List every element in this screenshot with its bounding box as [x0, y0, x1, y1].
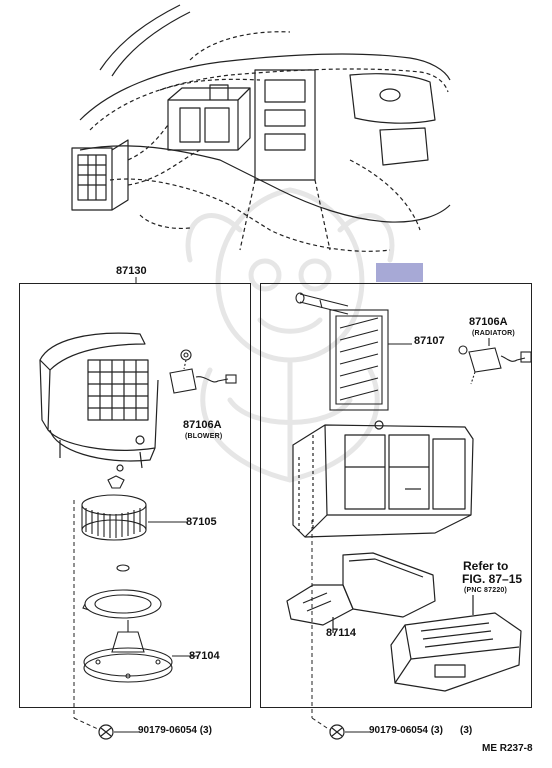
heater-assembly-panel [260, 283, 532, 708]
watermark-emblem [185, 187, 395, 483]
part-87106a-radiator-note: (RADIATOR) [472, 330, 515, 337]
dashboard-illustration [71, 4, 451, 252]
screw-right-leader [345, 731, 371, 733]
highlight-marker [376, 263, 423, 282]
motor-illustration [83, 620, 198, 683]
fan-illustration [81, 475, 188, 541]
heater-core-illustration [295, 292, 412, 411]
part-87114: 87114 [326, 627, 356, 639]
part-90179-06054-right: 90179-06054 (3) [369, 725, 443, 736]
refer-to-line2: FIG. 87–15 [462, 572, 523, 586]
part-87106a-blower: 87106A [183, 419, 222, 431]
assembly-number-87130: 87130 [116, 265, 147, 277]
blower-assembly-panel [19, 283, 251, 708]
part-87105: 87105 [186, 516, 217, 528]
screw-right-icon [329, 724, 345, 740]
part-90179-06054-right-count: (3) [460, 725, 473, 736]
duct-illustration [286, 552, 436, 633]
cooling-unit-illustration [390, 595, 522, 692]
part-87107: 87107 [414, 335, 445, 347]
radiator-resistor-illustration [458, 338, 532, 385]
part-87106a-radiator: 87106A [469, 316, 508, 328]
blower-resistor-illustration [169, 349, 237, 394]
refer-to-line3: (PNC 87220) [464, 587, 508, 594]
heater-case-illustration [292, 420, 474, 538]
part-90179-06054-left: 90179-06054 (3) [138, 725, 212, 736]
gasket-illustration [82, 564, 162, 619]
diagram-id: ME R237-8 [482, 743, 533, 754]
screw-left-leader [114, 731, 140, 733]
refer-to-line1: Refer to [463, 559, 509, 573]
screw-left-icon [98, 724, 114, 740]
part-87106a-blower-note: (BLOWER) [185, 433, 223, 440]
part-87104: 87104 [189, 650, 220, 662]
blower-case-illustration [39, 332, 159, 472]
